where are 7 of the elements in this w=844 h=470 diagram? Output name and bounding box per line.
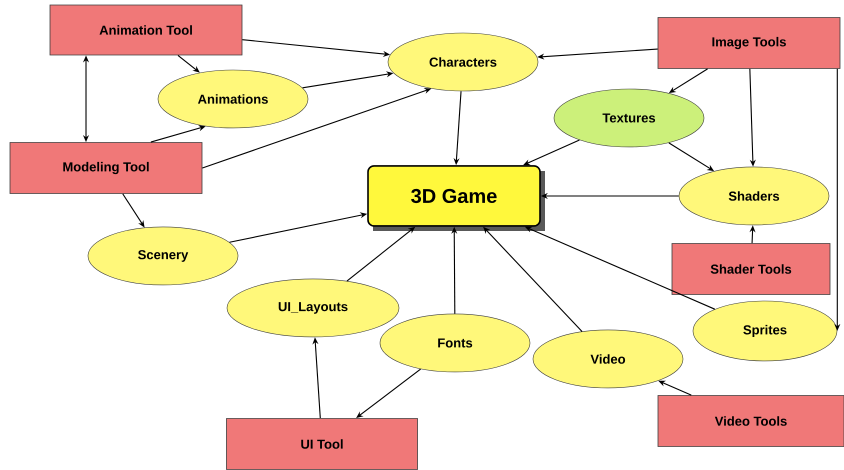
tool-box: Animation Tool [50,4,242,56]
tool-box: UI Tool [226,418,418,470]
game-box: 3D Game [367,165,545,231]
tool-box: Shader Tools [672,243,830,295]
tool-box: Video Tools [658,395,844,447]
tool-box: Image Tools [658,17,840,69]
tool-box: Modeling Tool [10,142,202,194]
